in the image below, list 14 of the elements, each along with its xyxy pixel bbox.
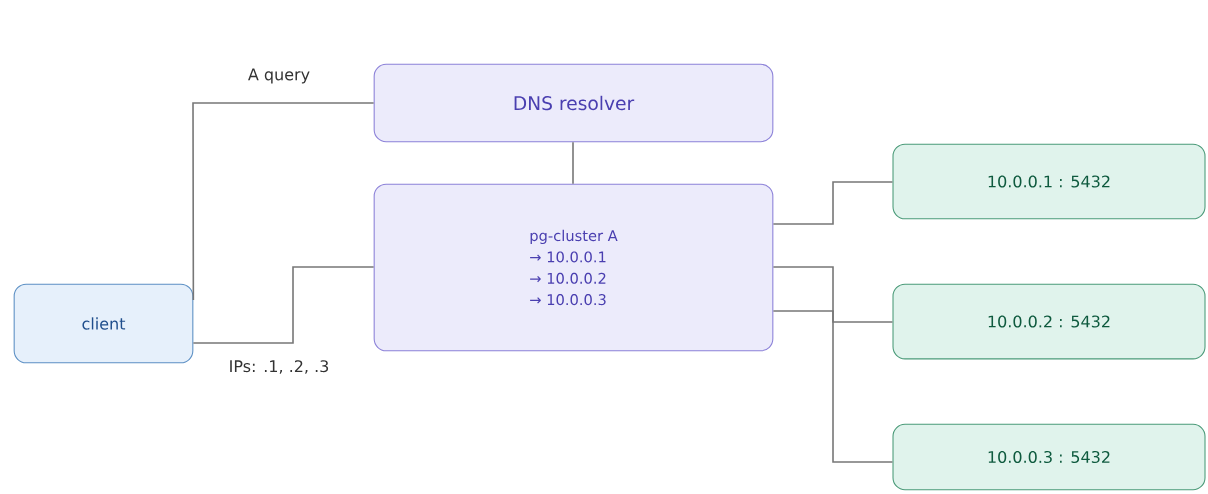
server-box: 10.0.0.2 : 5432	[892, 283, 1206, 360]
connector-line	[772, 310, 894, 463]
server-box: 10.0.0.3 : 5432	[892, 423, 1206, 491]
edge-label: IPs: .1, .2, .3	[227, 358, 331, 376]
client-box: client	[13, 283, 194, 364]
edge-label: A query	[246, 67, 312, 85]
connector-line	[192, 266, 375, 344]
connector-line	[572, 141, 574, 185]
connector-line	[192, 102, 375, 301]
server-box: 10.0.0.1 : 5432	[892, 143, 1206, 220]
connector-line	[772, 181, 894, 225]
connector-line	[772, 266, 894, 323]
service-box: DNS resolver	[373, 63, 774, 143]
service-box: pg-cluster A → 10.0.0.1 → 10.0.0.2 → 10.0.0.3	[373, 183, 774, 352]
